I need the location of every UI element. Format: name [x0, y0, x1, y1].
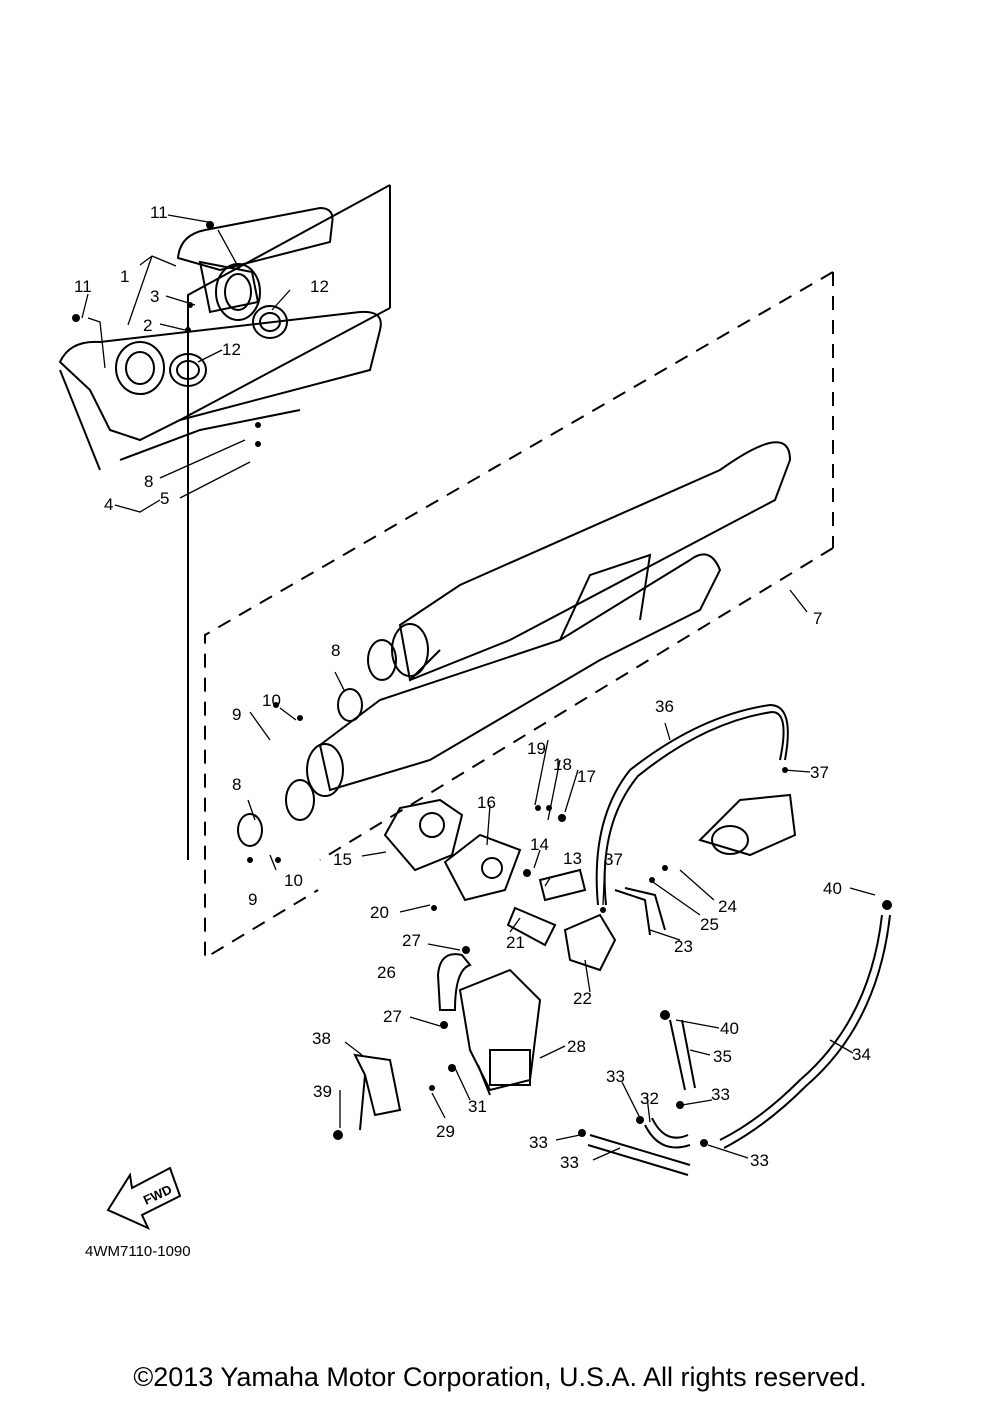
copyright-notice: ©2013 Yamaha Motor Corporation, U.S.A. A… — [133, 1362, 867, 1392]
heat-protector — [383, 798, 464, 872]
muffler-upper — [391, 441, 792, 682]
callout-2: 2 — [143, 316, 152, 335]
callout-37-upper: 37 — [810, 763, 829, 782]
callout-11-lower: 11 — [74, 277, 92, 296]
callout-9-lower: 9 — [248, 890, 257, 909]
hose-31 — [644, 1117, 691, 1149]
leader-lines — [81, 214, 876, 1161]
callout-17: 17 — [577, 767, 596, 786]
callout-27-upper: 27 — [402, 931, 421, 950]
callout-8-lower: 8 — [232, 775, 241, 794]
callout-33-c: 33 — [529, 1133, 548, 1152]
callout-5: 5 — [160, 489, 169, 508]
callout-32: 33 — [560, 1153, 579, 1172]
callout-15: 15 — [333, 850, 352, 869]
part-code: 4WM7110-1090 — [85, 1243, 191, 1260]
hose-13 — [538, 868, 587, 902]
callout-31: 32 — [640, 1089, 659, 1108]
exhaust-pipe-gasket-2 — [169, 353, 207, 387]
muffler-lower — [306, 553, 722, 797]
callout-19: 19 — [527, 739, 546, 758]
hose-32 — [587, 1134, 691, 1176]
callout-20: 20 — [370, 903, 389, 922]
callout-16: 16 — [477, 793, 496, 812]
callout-11-upper: 11 — [150, 203, 168, 222]
callout-33-a: 33 — [606, 1067, 625, 1086]
callout-29: 29 — [436, 1122, 455, 1141]
muffler-gasket-lower — [237, 813, 263, 847]
air-induction-case — [443, 833, 522, 902]
muffler-clamp-upper — [367, 639, 397, 681]
callout-30: 31 — [468, 1097, 487, 1116]
callout-37-lower: 37 — [604, 850, 623, 869]
muffler-gasket-upper — [337, 688, 363, 722]
hose-21 — [506, 906, 557, 947]
callout-33-d: 33 — [750, 1151, 769, 1170]
reed-valve — [563, 913, 617, 972]
air-cut-valve — [458, 968, 542, 1096]
callout-40-center: 40 — [720, 1019, 739, 1038]
muffler-clamp-lower — [285, 779, 315, 821]
callout-40-right: 40 — [823, 879, 842, 898]
callout-23: 23 — [674, 937, 693, 956]
callout-18: 18 — [553, 755, 572, 774]
callout-13: 13 — [563, 849, 582, 868]
fwd-label: FWD — [141, 1182, 174, 1208]
exhaust-pipe-assembly-outline — [179, 184, 391, 860]
exhaust-pipe-2 — [58, 310, 382, 471]
callout-8-upper: 8 — [331, 641, 340, 660]
hose-26 — [436, 953, 472, 1011]
callout-1: 1 — [120, 267, 129, 286]
callout-6: 8 — [144, 472, 153, 491]
callout-25: 25 — [700, 915, 719, 934]
callout-35: 35 — [713, 1047, 732, 1066]
callout-21: 21 — [506, 933, 525, 952]
callout-34: 34 — [852, 1045, 871, 1064]
callout-10-upper: 10 — [262, 691, 281, 710]
callout-7: 7 — [813, 609, 822, 628]
callout-14: 14 — [530, 835, 549, 854]
callout-labels: 11 1 3 2 11 12 12 8 4 5 7 8 10 9 8 9 10 … — [74, 203, 871, 1260]
exhaust-pipe-1 — [176, 206, 334, 321]
callout-27-lower: 27 — [383, 1007, 402, 1026]
callout-9-upper: 9 — [232, 705, 241, 724]
hardware-marks — [72, 221, 892, 1147]
hose-35 — [669, 1019, 696, 1091]
callout-3: 3 — [150, 287, 159, 306]
callout-26: 26 — [377, 963, 396, 982]
callout-10-lower: 10 — [284, 871, 303, 890]
bracket-38 — [353, 1053, 402, 1131]
callout-4: 4 — [104, 495, 113, 514]
fwd-arrow-icon — [106, 1166, 182, 1231]
muffler-group-outline — [204, 271, 834, 960]
callout-38: 38 — [312, 1029, 331, 1048]
hose-34 — [719, 914, 891, 1149]
callout-28: 28 — [567, 1037, 586, 1056]
callout-12-lower: 12 — [222, 340, 241, 359]
callout-12-upper: 12 — [310, 277, 329, 296]
intake-joint — [698, 793, 797, 857]
callout-22: 22 — [573, 989, 592, 1008]
callout-36: 36 — [655, 697, 674, 716]
hose-36 — [595, 703, 789, 906]
callout-24: 24 — [718, 897, 737, 916]
callout-39: 39 — [313, 1082, 332, 1101]
callout-33-b: 33 — [711, 1085, 730, 1104]
bracket-23 — [614, 887, 666, 936]
